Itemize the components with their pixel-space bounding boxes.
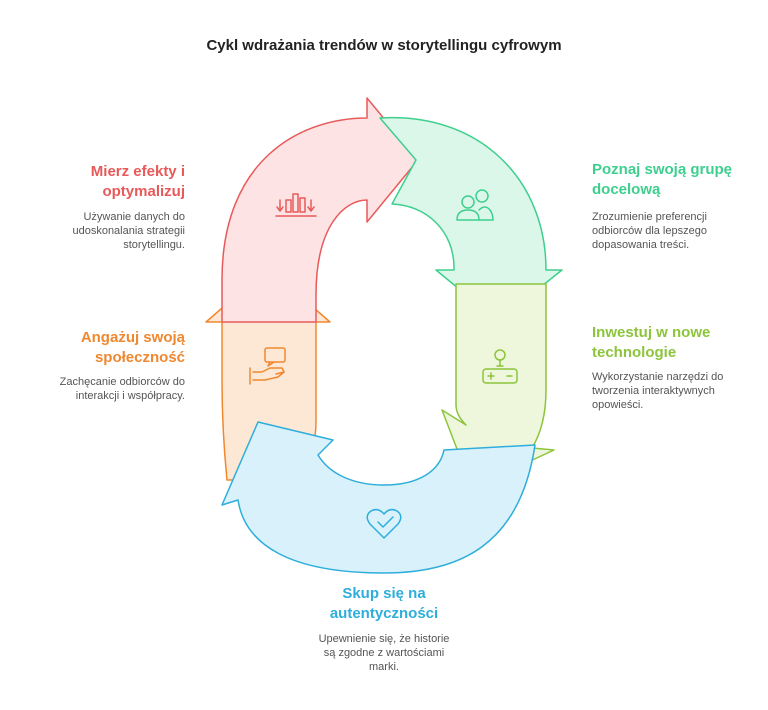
step-know-heading: Poznaj swoją grupę docelową: [592, 161, 733, 198]
step-focus-heading: Skup się na autentyczności: [329, 585, 439, 622]
step-measure-heading: Mierz efekty i optymalizuj: [90, 163, 185, 200]
step-invest-description: Wykorzystanie narzędzi do tworzenia inte…: [592, 371, 724, 411]
step-engage-description: Zachęcanie odbiorców do interakcji i wsp…: [59, 376, 185, 402]
step-invest-heading: Inwestuj w nowe technologie: [592, 324, 711, 361]
heart-check-icon: [366, 508, 402, 539]
bar-chart-arrows-icon: [275, 193, 317, 217]
step-engage-heading: Angażuj swoją społeczność: [80, 329, 185, 366]
step-know-description: Zrozumienie preferencji odbiorców dla le…: [592, 211, 707, 251]
lightbulb-tech-icon: [482, 349, 518, 384]
cycle-arrow-measure: [221, 97, 419, 323]
step-focus-description: Upewnienie się, że historie są zgodne z …: [318, 633, 450, 673]
users-icon: [456, 189, 494, 221]
diagram-title: Cykl wdrażania trendów w storytellingu c…: [206, 37, 562, 54]
cycle-arrow-focus: [221, 421, 536, 574]
step-measure-description: Używanie danych do udoskonalania strateg…: [72, 211, 185, 251]
handshake-chat-icon: [249, 347, 286, 385]
